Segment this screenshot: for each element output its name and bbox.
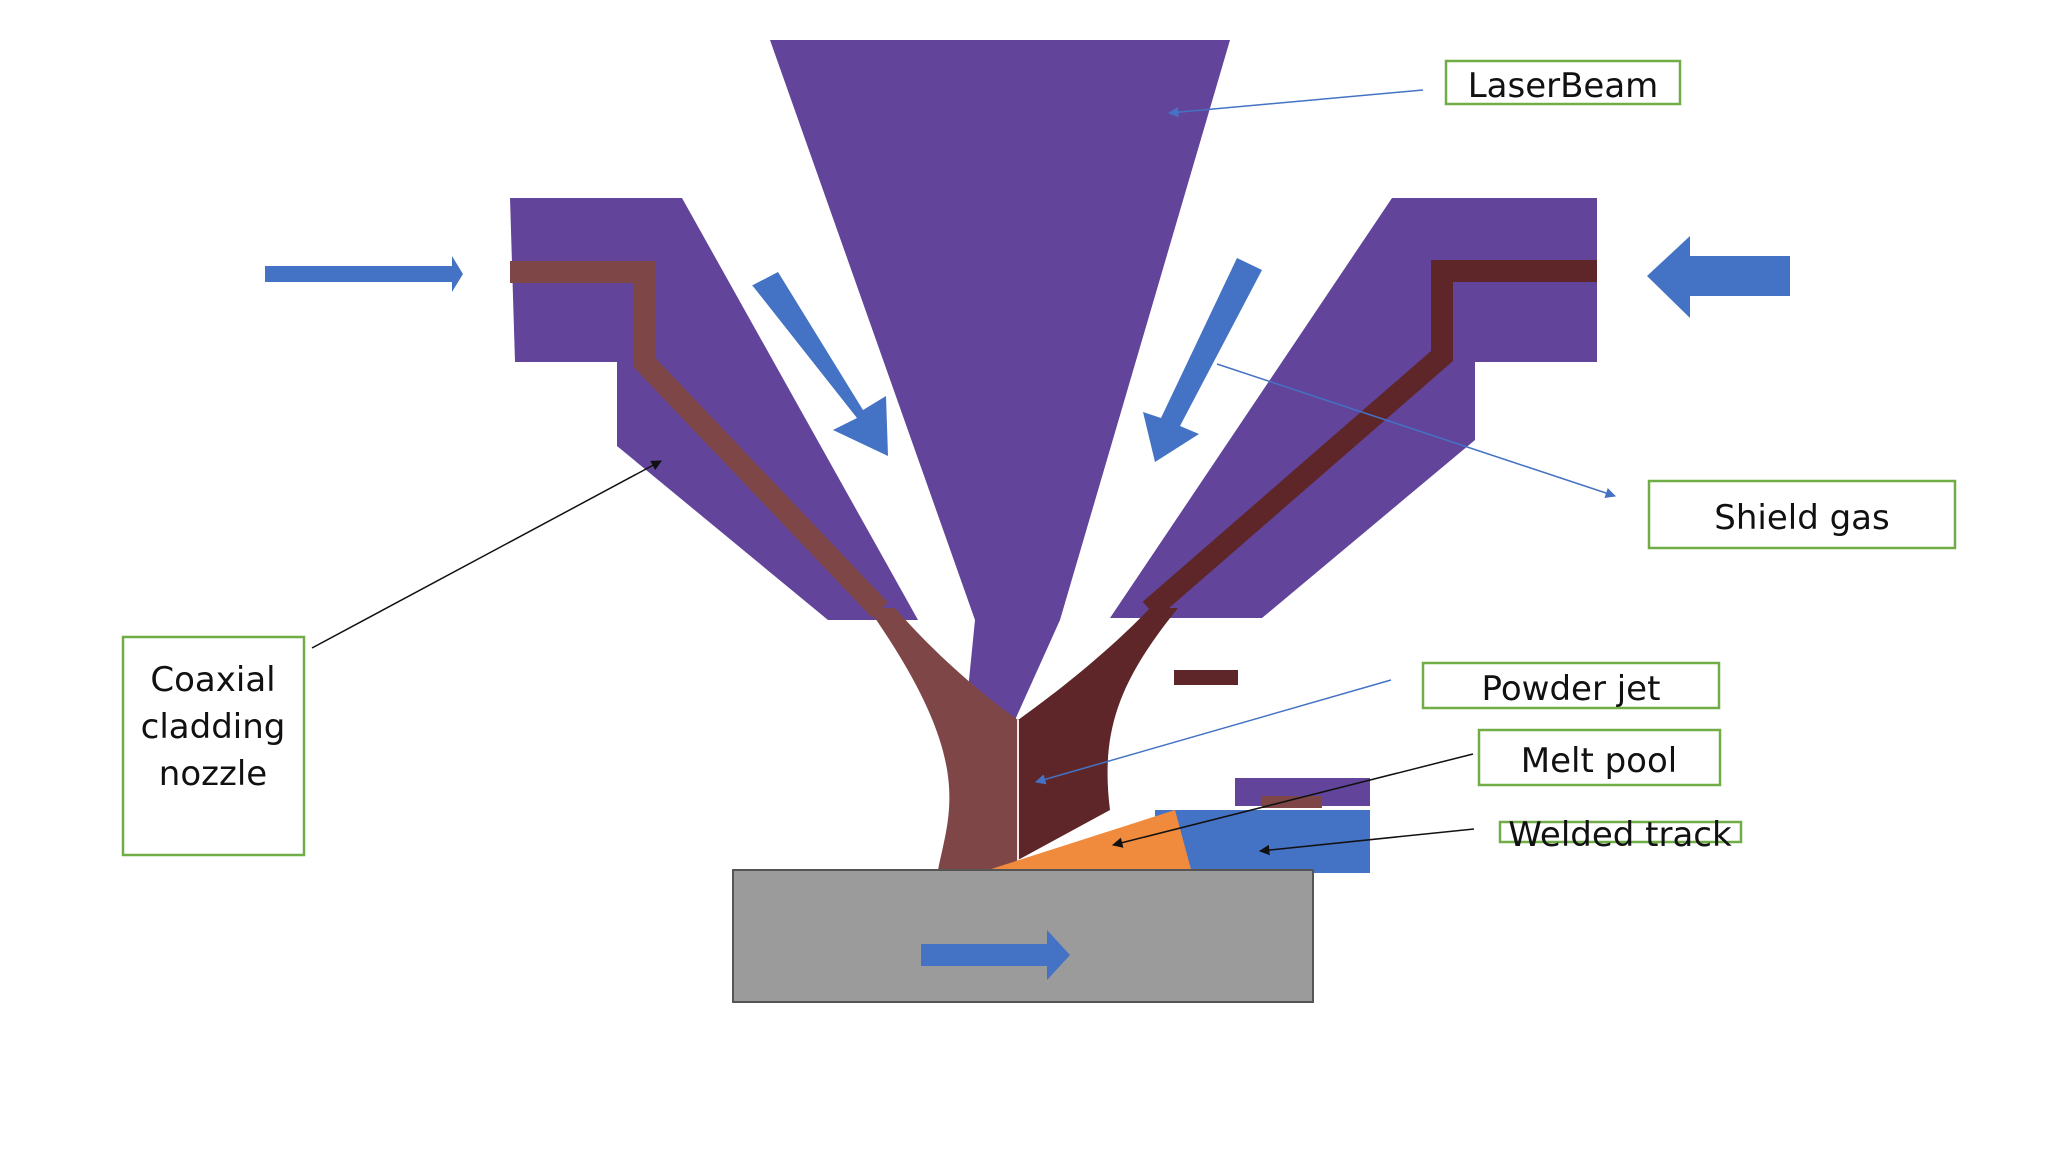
welded-track-label-box <box>1498 820 1743 844</box>
melt-pool-leader <box>1111 753 1474 848</box>
nozzle-leader <box>311 460 662 649</box>
nozzle-label-line2: cladding <box>141 707 286 747</box>
left-powder-channel <box>510 261 888 618</box>
welded-track-block <box>1155 810 1370 873</box>
shield-gas-label-box <box>1647 479 1957 550</box>
welded-track-label: Welded track <box>1508 815 1732 855</box>
substrate-block <box>732 869 1314 1003</box>
left-nozzle-body <box>510 198 918 620</box>
right-nozzle-body <box>1110 198 1597 618</box>
powder-jet-left <box>868 608 1018 870</box>
powder-jet-right <box>1018 608 1178 860</box>
melt-pool-label: Melt pool <box>1521 741 1677 781</box>
powder-feed-arrow-right <box>1647 236 1790 318</box>
laser-beam-shape <box>770 40 1230 720</box>
laser-beam-label: LaserBeam <box>1468 66 1659 106</box>
nozzle-label-line1: Coaxial <box>150 660 275 700</box>
shield-gas-label: Shield gas <box>1714 498 1889 538</box>
melt-pool-shape <box>988 810 1192 873</box>
nozzle-label-box <box>121 635 306 857</box>
welded-track-leader <box>1258 828 1475 856</box>
nozzle-label-line3: nozzle <box>159 754 267 794</box>
powder-dash <box>1174 670 1238 685</box>
powder-feed-arrow-left <box>265 256 463 292</box>
powder-jet-label-box <box>1421 661 1721 710</box>
shield-gas-arrow-left <box>752 272 888 456</box>
powder-jet-leader <box>1034 679 1392 785</box>
powder-jet-label: Powder jet <box>1482 669 1661 709</box>
right-powder-channel <box>1142 260 1597 619</box>
melt-pool-label-box <box>1477 728 1722 787</box>
shield-gas-arrow-right <box>1143 258 1262 462</box>
shield-gas-leader <box>1216 363 1616 499</box>
laser-beam-label-box <box>1444 59 1682 106</box>
welded-track-cap-brown <box>1262 796 1322 808</box>
laser-beam-leader <box>1167 89 1424 118</box>
substrate-motion-arrow <box>921 930 1070 980</box>
